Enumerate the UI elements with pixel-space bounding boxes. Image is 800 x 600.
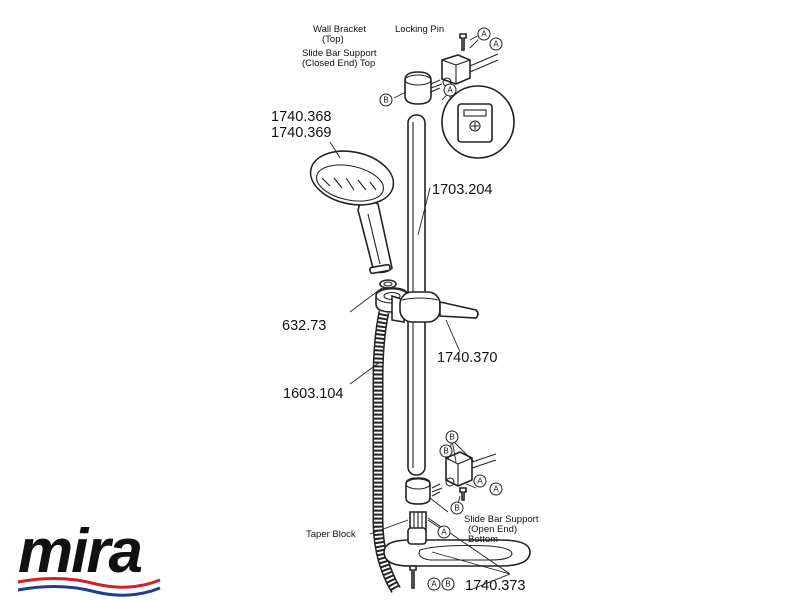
- locking-pin-top: [459, 33, 467, 51]
- part-code-handset-2: 1740.369: [271, 125, 331, 141]
- label-support-top-2: (Closed End) Top: [302, 58, 375, 69]
- callout-a-bottom-3: A: [437, 525, 451, 539]
- part-code-slide-bar: 1703.204: [432, 182, 492, 198]
- handset-holder: [375, 287, 479, 323]
- callout-b-base: B: [441, 577, 455, 591]
- wall-bracket-top: [441, 53, 499, 87]
- brand-name: mira: [18, 517, 141, 586]
- slide-bar-support-bottom: [405, 477, 443, 505]
- bracket-detail-zoom: [441, 85, 515, 159]
- callout-a-bottom-2: A: [489, 482, 503, 496]
- callout-letter: A: [481, 30, 487, 39]
- callout-a-top-1: A: [477, 27, 491, 41]
- label-locking-pin: Locking Pin: [395, 24, 444, 35]
- callout-letter: A: [441, 528, 447, 537]
- soap-dish: [383, 527, 531, 567]
- part-code-holder: 1740.370: [437, 350, 497, 366]
- label-support-top-1: Slide Bar Support: [302, 48, 377, 59]
- callout-letter: A: [431, 580, 437, 589]
- flexible-hose: [372, 310, 401, 593]
- label-taper-block: Taper Block: [306, 529, 356, 540]
- callout-a-bottom-1: A: [473, 474, 487, 488]
- callout-letter: A: [477, 477, 483, 486]
- callout-letter: B: [454, 504, 459, 513]
- slide-bar-support-top: [404, 71, 443, 105]
- wall-bracket-bottom: [445, 451, 497, 487]
- washer: [379, 279, 397, 289]
- mira-logo: mira: [17, 517, 161, 597]
- part-code-handset-1: 1740.368: [271, 109, 331, 125]
- callout-letter: B: [443, 447, 448, 456]
- label-support-bottom-1: Slide Bar Support: [464, 514, 539, 525]
- callout-b-bottom-1: B: [445, 430, 459, 444]
- callout-letter: B: [445, 580, 450, 589]
- callout-b-top: B: [379, 93, 393, 107]
- shower-handset: [309, 150, 395, 275]
- label-support-bottom-3: Bottom: [468, 534, 498, 545]
- callout-a-base: A: [427, 577, 441, 591]
- callout-a-top-2: A: [489, 37, 503, 51]
- callout-b-bottom-3: B: [450, 501, 464, 515]
- callout-a-top-3: A: [443, 83, 457, 97]
- part-code-washer: 632.73: [282, 318, 326, 334]
- part-code-brackets: 1740.373: [465, 578, 525, 594]
- callout-letter: B: [449, 433, 454, 442]
- part-code-hose: 1603.104: [283, 386, 343, 402]
- callout-letter: A: [493, 485, 499, 494]
- locking-pin-bottom: [459, 487, 467, 501]
- fixing-screw: [409, 565, 417, 589]
- leader-lines: [329, 32, 511, 591]
- label-wall-bracket-2: (Top): [322, 34, 344, 45]
- callout-letter: A: [493, 40, 499, 49]
- callout-letter: B: [383, 96, 388, 105]
- label-support-bottom-2: (Open End): [468, 524, 517, 535]
- label-wall-bracket-1: Wall Bracket: [313, 24, 366, 35]
- callout-letter: A: [447, 86, 453, 95]
- callout-b-bottom-2: B: [439, 444, 453, 458]
